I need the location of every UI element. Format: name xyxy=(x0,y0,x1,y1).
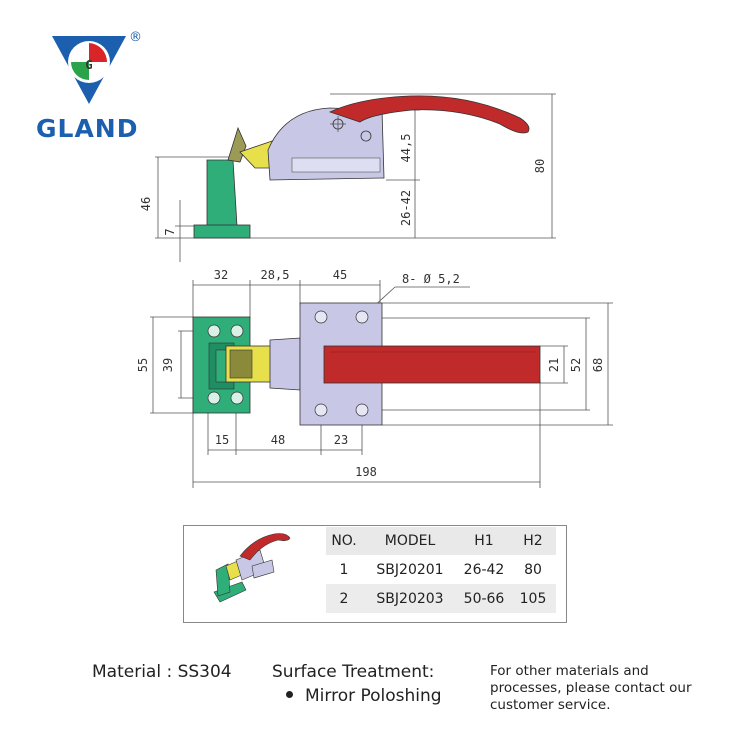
dim-top-23: 23 xyxy=(334,433,348,447)
dim-top-15: 15 xyxy=(215,433,229,447)
dim-top-45: 45 xyxy=(333,268,347,282)
dim-top-198: 198 xyxy=(355,465,377,479)
spec-table: NO. MODEL H1 H2 1 SBJ20201 26-42 80 2 SB… xyxy=(326,527,556,613)
surface-item-label: Mirror Poloshing xyxy=(305,686,442,706)
dim-top-holes: 8- Ø 5,2 xyxy=(402,272,460,286)
dim-side-46: 46 xyxy=(139,197,153,211)
surface-item: Mirror Poloshing xyxy=(286,686,442,706)
dim-side-26-42: 26-42 xyxy=(399,190,413,226)
col-no: NO. xyxy=(326,527,362,555)
surface-title: Surface Treatment: xyxy=(272,662,435,682)
dim-top-68: 68 xyxy=(591,358,605,372)
registered-mark: ® xyxy=(129,30,142,45)
hook-side xyxy=(227,126,247,163)
dim-top-32: 32 xyxy=(214,268,228,282)
bullet-icon xyxy=(286,690,293,698)
dim-top-21: 21 xyxy=(547,358,561,372)
col-h1: H1 xyxy=(458,527,510,555)
dim-top-39: 39 xyxy=(161,358,175,372)
table-row: 2 SBJ20203 50-66 105 xyxy=(326,584,556,613)
latch-body-top xyxy=(269,337,301,391)
gland-logo-icon: G xyxy=(52,36,126,104)
dim-top-48: 48 xyxy=(271,433,285,447)
brand-name: GLAND xyxy=(36,114,139,143)
dim-top-55: 55 xyxy=(136,358,150,372)
base-plate-side xyxy=(193,224,251,239)
material-label: Material : SS304 xyxy=(92,662,232,682)
product-thumbnail-icon xyxy=(213,533,291,603)
table-row: 1 SBJ20201 26-42 80 xyxy=(339,561,542,578)
dim-side-44-5: 44,5 xyxy=(399,134,413,163)
col-model: MODEL xyxy=(362,527,458,555)
dim-top-28-5: 28,5 xyxy=(261,268,290,282)
base-bracket-side xyxy=(206,159,238,227)
svg-text:G: G xyxy=(85,58,92,72)
dim-top-52: 52 xyxy=(569,358,583,372)
handle-top xyxy=(323,345,541,384)
col-h2: H2 xyxy=(510,527,556,555)
technical-drawing: 46 7 44,5 26-42 80 32 28,5 45 8- Ø 5,2 5… xyxy=(136,93,613,488)
contact-note: For other materials and processes, pleas… xyxy=(490,663,692,713)
dim-side-80: 80 xyxy=(533,159,547,173)
dim-side-7: 7 xyxy=(163,228,177,235)
handle-side xyxy=(328,95,530,134)
